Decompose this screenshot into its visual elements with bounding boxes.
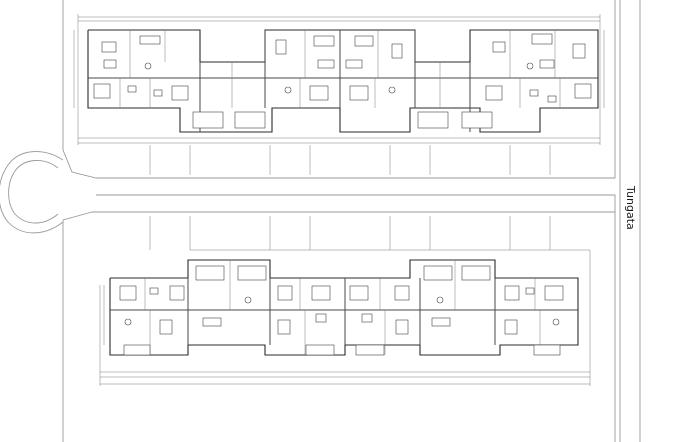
building-bottom-floorplan [99, 249, 591, 386]
site-boundary [62, 0, 641, 442]
building-top-floorplan [73, 14, 605, 145]
turning-circle [0, 151, 64, 234]
parking-strips [149, 145, 551, 250]
street-label: Tungata [624, 185, 637, 230]
